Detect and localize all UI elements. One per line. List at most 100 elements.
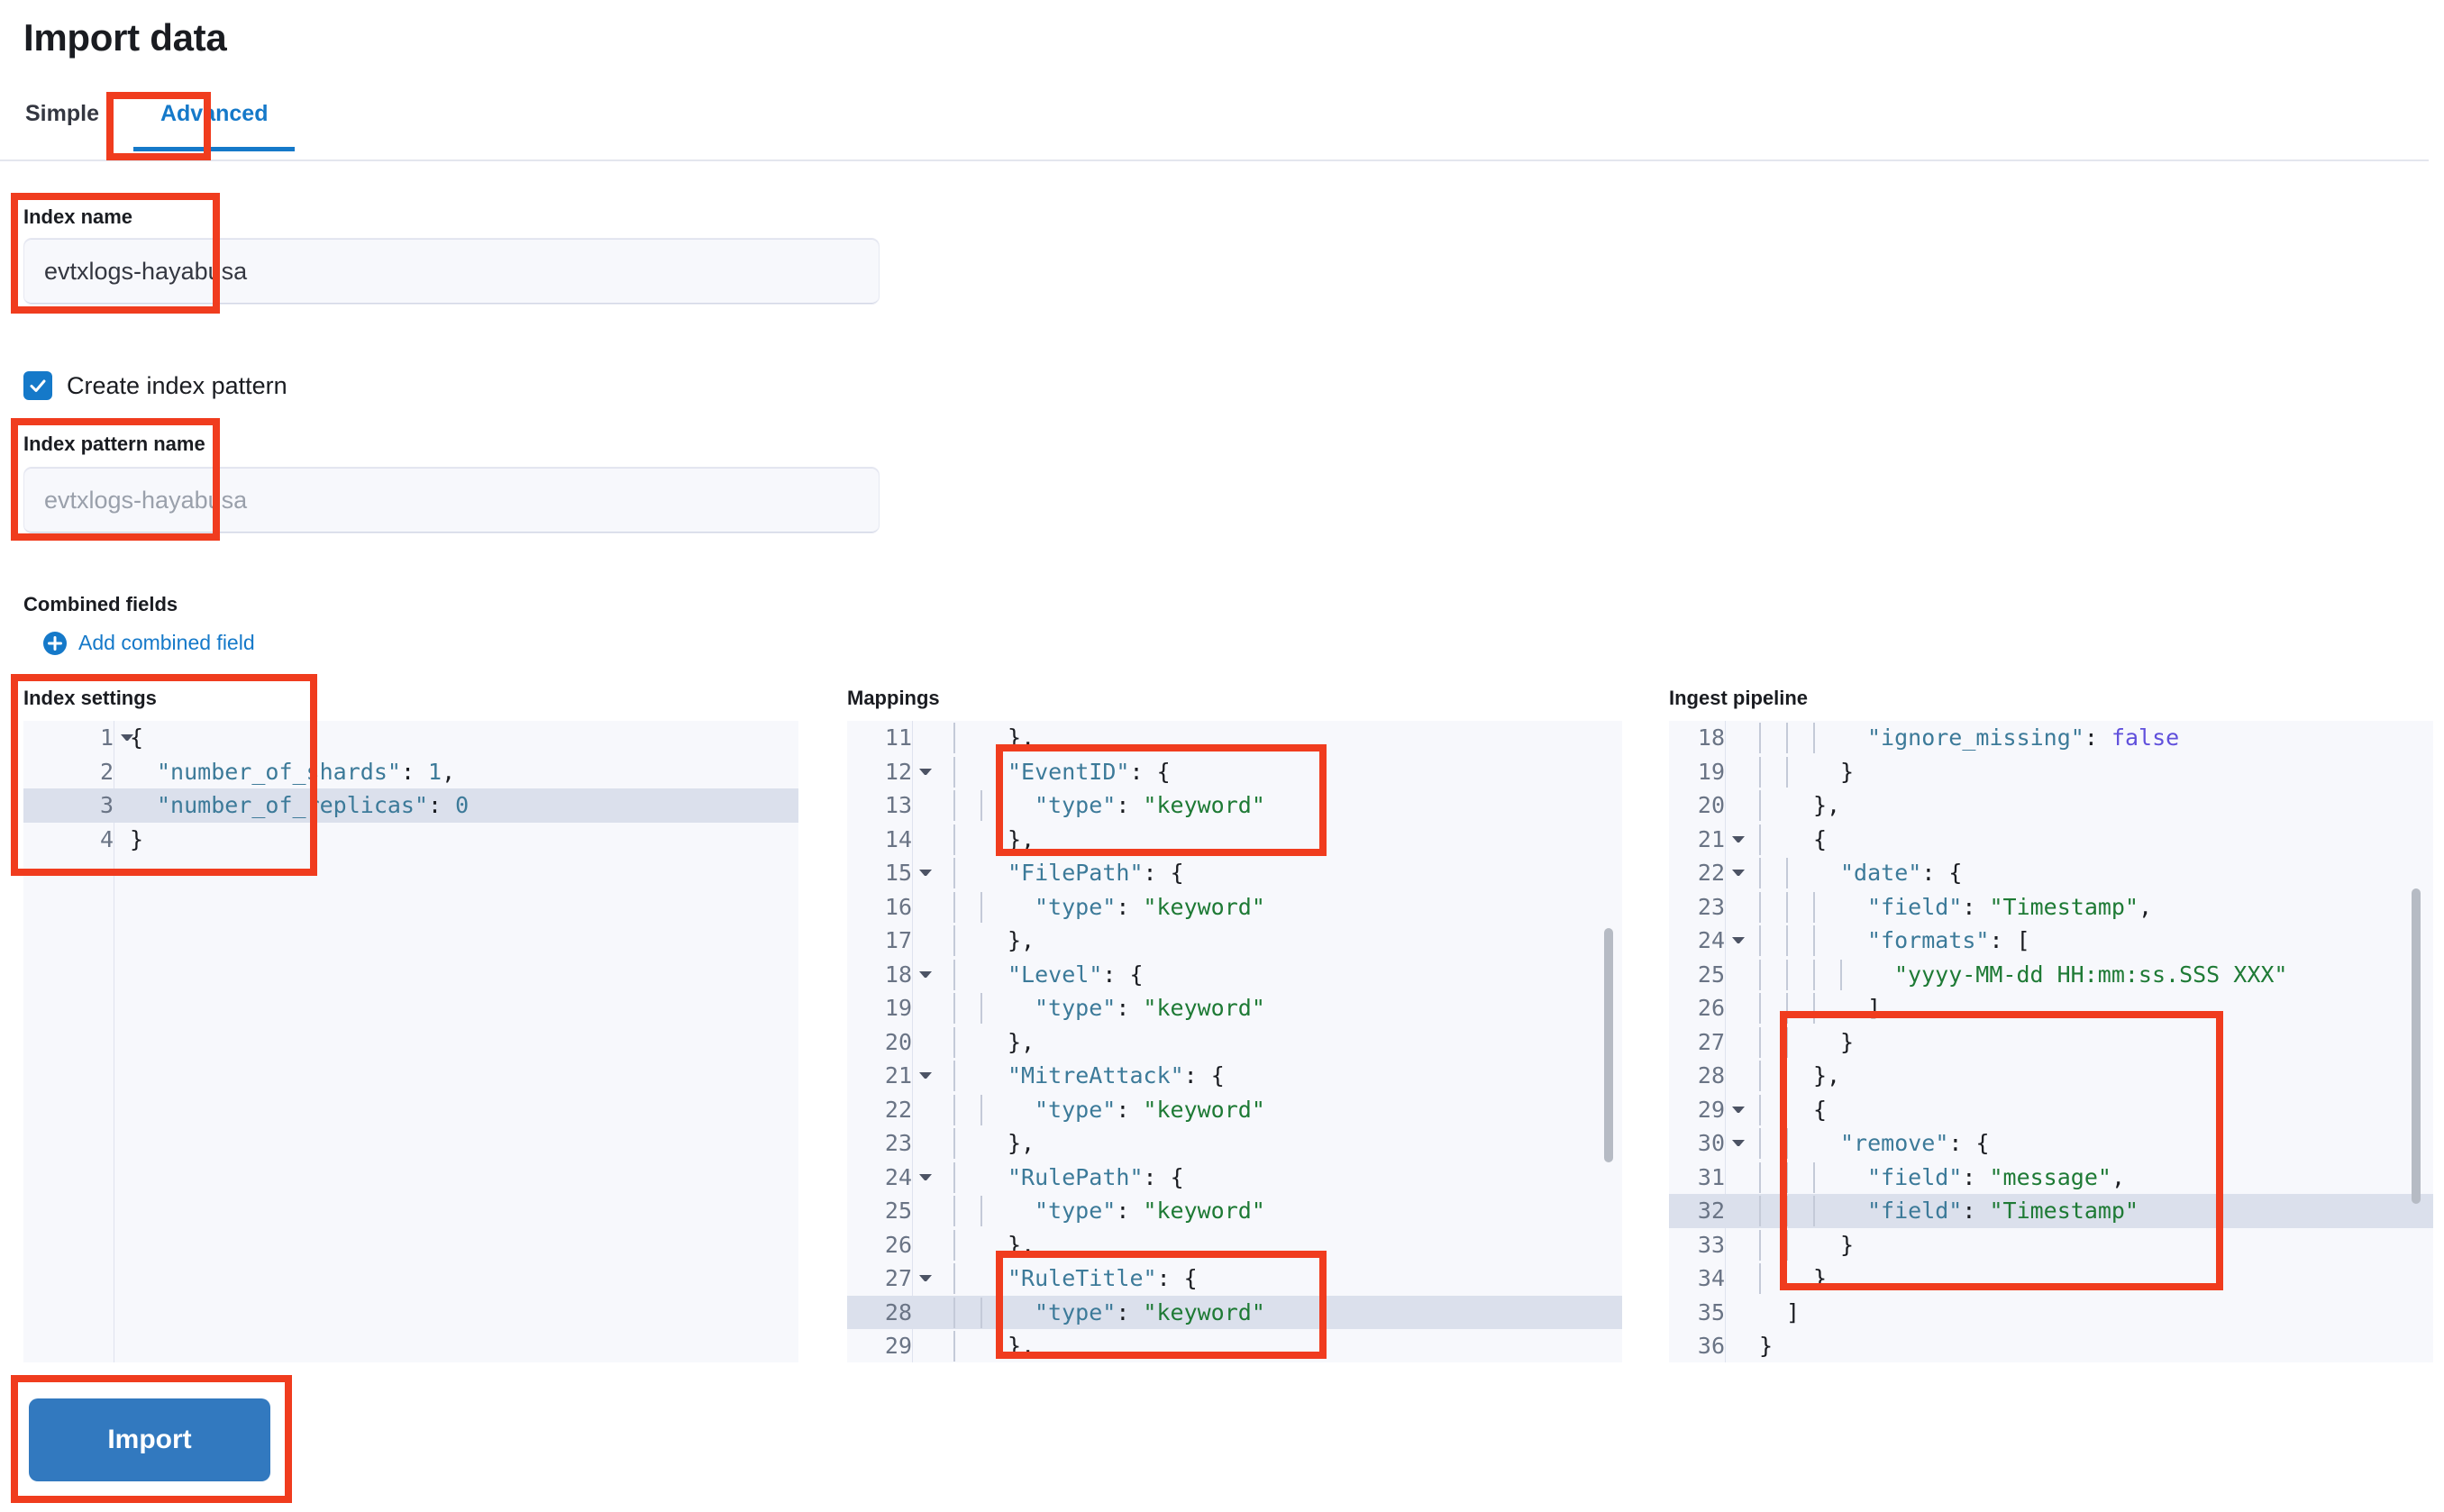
code-text: "EventID": {	[1008, 758, 1171, 785]
mappings-editor[interactable]: 11},12"EventID": {13"type": "keyword"14}…	[847, 721, 1622, 1362]
indent-guide	[1759, 925, 1761, 956]
index-settings-title: Index settings	[23, 687, 157, 709]
code-text: }	[130, 825, 144, 852]
indent-guide	[1786, 1026, 1788, 1058]
import-button[interactable]: Import	[29, 1398, 270, 1481]
code-line: 25"type": "keyword"	[847, 1194, 1622, 1228]
code-text: },	[1008, 1231, 1035, 1258]
index-pattern-name-input[interactable]: evtxlogs-hayabusa	[23, 467, 880, 533]
code-line: 34}	[1669, 1262, 2433, 1296]
mappings-scrollbar[interactable]	[1604, 928, 1613, 1162]
page-title: Import data	[23, 16, 227, 59]
combined-fields-label: Combined fields	[23, 593, 178, 615]
fold-arrow-icon[interactable]	[1732, 835, 1745, 843]
indent-guide	[1786, 925, 1788, 956]
create-index-pattern-row[interactable]: Create index pattern	[23, 371, 287, 400]
indent-guide	[1759, 993, 1761, 1024]
indent-guide	[1759, 1263, 1761, 1294]
line-number: 4	[99, 825, 114, 852]
fold-arrow-icon[interactable]	[919, 1072, 932, 1079]
line-number: 14	[884, 825, 912, 852]
indent-guide	[1759, 1094, 1761, 1125]
indent-guide	[1786, 756, 1788, 788]
indent-guide	[953, 723, 955, 753]
add-combined-field-button[interactable]: Add combined field	[43, 631, 255, 655]
line-number: 29	[1697, 1096, 1725, 1123]
line-number: 3	[99, 792, 114, 818]
fold-arrow-icon[interactable]	[1732, 937, 1745, 943]
index-name-label: Index name	[23, 205, 133, 228]
code-text: ]	[1786, 1298, 1801, 1325]
indent-guide	[1813, 993, 1815, 1024]
line-number: 18	[884, 961, 912, 988]
fold-arrow-icon[interactable]	[919, 768, 932, 775]
line-number: 22	[1697, 860, 1725, 886]
index-name-input[interactable]: evtxlogs-hayabusa	[23, 238, 880, 305]
indent-guide	[953, 1297, 955, 1328]
create-index-pattern-label: Create index pattern	[67, 371, 287, 399]
fold-arrow-icon[interactable]	[919, 1173, 932, 1180]
line-number: 24	[884, 1163, 912, 1190]
indent-guide	[1813, 723, 1815, 753]
code-text: "date": {	[1840, 860, 1963, 886]
line-number: 27	[884, 1265, 912, 1291]
tab-simple[interactable]: Simple	[25, 101, 99, 126]
fold-arrow-icon[interactable]	[919, 1275, 932, 1281]
code-line: 27}	[1669, 1025, 2433, 1060]
code-line: 14},	[847, 823, 1622, 857]
fold-arrow-icon[interactable]	[1732, 870, 1745, 876]
line-number: 27	[1697, 1028, 1725, 1055]
code-text: "ignore_missing": false	[1867, 724, 2180, 751]
code-text: "number_of_replicas": 0	[157, 792, 470, 818]
line-number: 26	[884, 1231, 912, 1258]
line-number: 25	[884, 1198, 912, 1224]
fold-arrow-icon[interactable]	[1732, 1140, 1745, 1146]
fold-arrow-icon[interactable]	[121, 734, 133, 741]
code-text: "remove": {	[1840, 1130, 1990, 1156]
code-text: }	[1840, 1028, 1855, 1055]
code-line: 26]	[1669, 991, 2433, 1025]
line-number: 21	[1697, 825, 1725, 852]
tabs: Simple Advanced	[23, 97, 296, 151]
fold-arrow-icon[interactable]	[1732, 1106, 1745, 1113]
indent-guide	[1786, 1229, 1788, 1261]
code-line: 27"RuleTitle": {	[847, 1262, 1622, 1296]
line-number: 13	[884, 792, 912, 818]
indent-guide	[1759, 723, 1761, 753]
indent-guide	[1786, 1128, 1788, 1159]
line-number: 19	[884, 995, 912, 1021]
indent-guide	[953, 1229, 955, 1261]
line-number: 22	[884, 1096, 912, 1123]
line-number: 2	[99, 758, 114, 785]
code-text: },	[1813, 792, 1841, 818]
ingest-pipeline-scrollbar[interactable]	[2412, 888, 2421, 1204]
indent-guide	[953, 1331, 955, 1362]
line-number: 36	[1697, 1333, 1725, 1359]
code-text: },	[1008, 825, 1035, 852]
line-number: 28	[1697, 1062, 1725, 1088]
indent-guide	[1813, 959, 1815, 990]
index-settings-editor[interactable]: 1{2"number_of_shards": 1,3"number_of_rep…	[23, 721, 798, 1362]
add-combined-field-label: Add combined field	[78, 631, 255, 654]
fold-arrow-icon[interactable]	[919, 970, 932, 978]
line-number: 24	[1697, 927, 1725, 953]
fold-arrow-icon[interactable]	[919, 870, 932, 876]
line-number: 20	[1697, 792, 1725, 818]
checkbox-checked-icon[interactable]	[23, 371, 52, 400]
code-line: 29{	[1669, 1093, 2433, 1127]
tab-advanced[interactable]: Advanced	[132, 97, 296, 151]
index-pattern-name-label: Index pattern name	[23, 433, 205, 455]
code-line: 22 "date": {	[1669, 856, 2433, 890]
indent-guide	[1759, 790, 1761, 821]
indent-guide	[953, 1128, 955, 1159]
line-number: 18	[1697, 724, 1725, 751]
code-text: "RulePath": {	[1008, 1163, 1184, 1190]
line-number: 31	[1697, 1163, 1725, 1190]
code-line: 18 "ignore_missing": false	[1669, 721, 2433, 755]
indent-guide	[980, 993, 982, 1024]
code-line: 28"type": "keyword"	[847, 1295, 1622, 1329]
indent-guide	[1786, 1196, 1788, 1226]
indent-guide	[1759, 756, 1761, 788]
